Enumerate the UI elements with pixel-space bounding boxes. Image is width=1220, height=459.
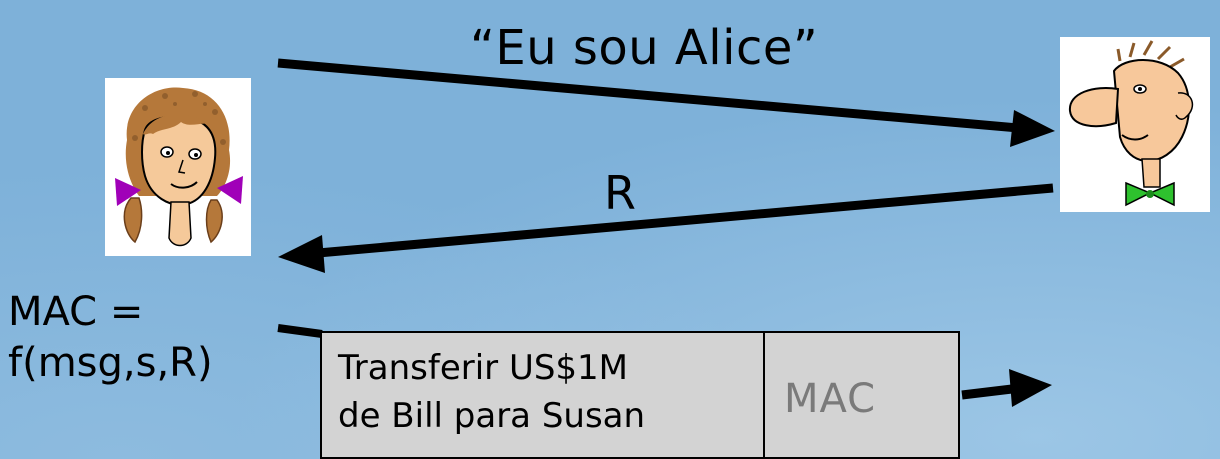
- packet-message-field: Transferir US$1M de Bill para Susan: [322, 333, 765, 457]
- arrowhead-to-bob: [1010, 110, 1055, 147]
- arrow-alice-to-bob: [277, 58, 1019, 133]
- packet-message-line1: Transferir US$1M: [338, 348, 629, 388]
- packet-mac-field: MAC: [784, 376, 877, 422]
- packet-message-line2: de Bill para Susan: [338, 396, 646, 436]
- bob-icon: [1060, 37, 1210, 212]
- arrowhead-packet-out: [1009, 369, 1052, 407]
- arrow-bob-to-alice: [317, 183, 1054, 258]
- mac-definition-line2: f(msg,s,R): [8, 340, 213, 386]
- arrow-packet-out: [961, 384, 1013, 400]
- message-packet: Transferir US$1M de Bill para Susan MAC: [320, 331, 960, 459]
- line-mac-to-packet: [277, 324, 323, 338]
- nonce-r-label: R: [604, 166, 636, 220]
- arrowhead-to-alice: [278, 235, 325, 273]
- alice-icon: [105, 78, 251, 256]
- message-alice-label: “Eu sou Alice”: [470, 20, 819, 76]
- mac-definition-line1: MAC =: [8, 289, 144, 335]
